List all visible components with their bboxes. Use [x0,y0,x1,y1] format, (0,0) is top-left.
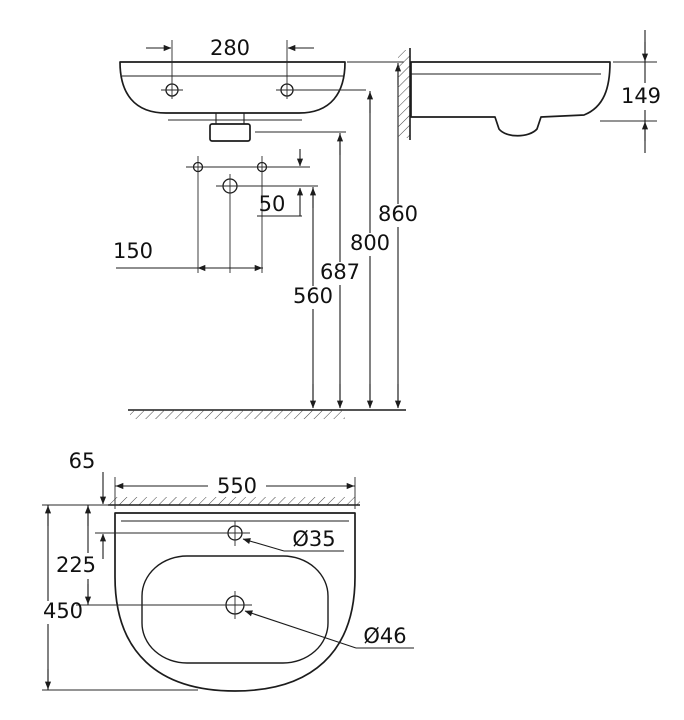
dim-width-label: 550 [217,474,257,498]
dim-hole-offset: 50 [257,149,304,217]
floor-line [128,409,406,419]
dim-floor-to-tap-holes-label: 800 [350,231,390,255]
dim-wall-to-drain-label: 225 [56,553,96,577]
dim-depth: 450 [43,505,83,690]
plan-view: 550 65 225 450 Ø35 [42,449,414,692]
dim-tap-spacing-label: 280 [210,36,250,60]
dim-floor-to-underside: 687 [320,133,360,409]
dim-floor-to-tap-holes: 800 [350,91,390,409]
dim-floor-to-drain: 560 [293,187,333,409]
front-trap [209,113,251,142]
front-view: 280 50 150 [113,36,418,419]
dim-floor-to-drain-label: 560 [293,284,333,308]
dim-fixing-spacing: 150 [113,239,263,272]
wall-hatch [398,50,410,138]
dim-fixing-spacing-label: 150 [113,239,153,263]
plan-wall-hatch [108,497,360,505]
callout-tap-hole-diameter-label: Ø35 [292,527,335,551]
dim-wall-to-tap-hole-label: 65 [69,449,96,473]
front-basin-outline [119,61,346,114]
dim-width: 550 [114,474,356,509]
dim-wall-to-drain: 225 [56,505,96,605]
side-basin-outline [410,61,611,137]
dim-depth-label: 450 [43,599,83,623]
plan-bowl-outline [141,555,329,664]
dim-floor-to-underside-label: 687 [320,260,360,284]
callout-drain-diameter-label: Ø46 [363,624,406,648]
callout-drain-diameter: Ø46 [244,610,414,649]
dim-floor-to-rim: 860 [378,63,418,409]
dim-hole-offset-label: 50 [259,192,286,216]
dim-floor-to-rim-label: 860 [378,202,418,226]
dim-basin-height: 149 [600,30,661,153]
side-view: 149 [398,30,661,153]
callout-tap-hole-diameter: Ø35 [242,527,344,552]
dim-tap-spacing: 280 [146,36,314,60]
floor-hatch [130,410,345,419]
dim-basin-height-label: 149 [621,84,661,108]
dim-wall-to-tap-hole: 65 [69,449,107,559]
